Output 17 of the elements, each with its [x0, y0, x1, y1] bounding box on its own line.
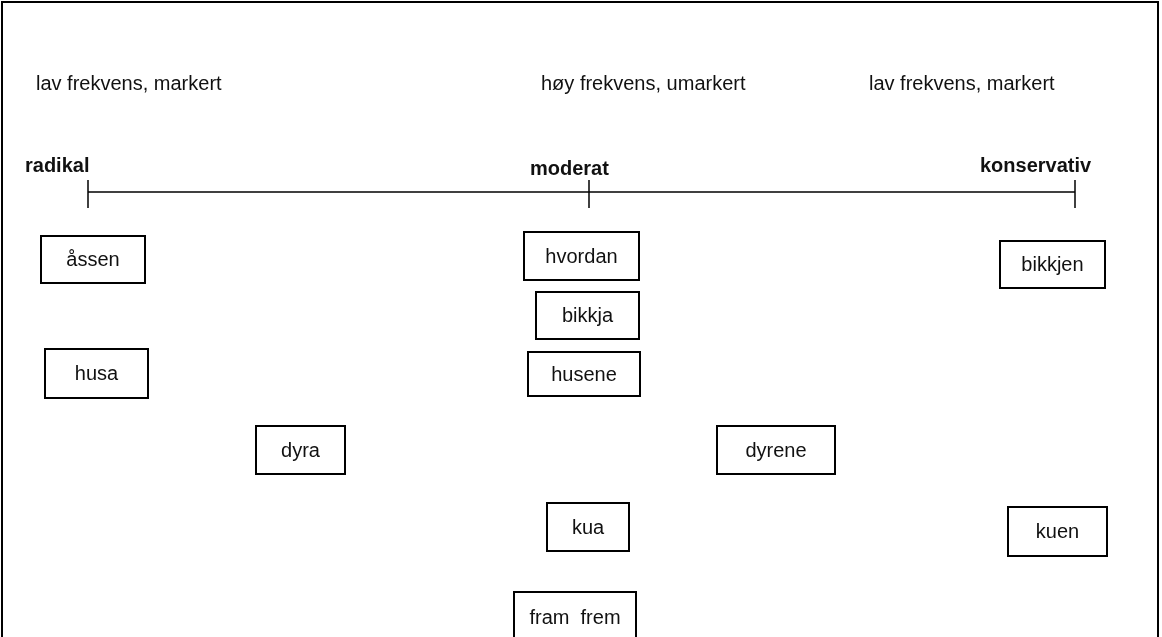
word-box: åssen — [40, 235, 146, 284]
word-box: fram frem — [513, 591, 637, 637]
word-box: bikkjen — [999, 240, 1106, 289]
scale-point-label: konservativ — [980, 154, 1092, 177]
word-box: husene — [527, 351, 641, 397]
word-box: kuen — [1007, 506, 1108, 557]
frequency-label: lav frekvens, markert — [36, 72, 222, 95]
frequency-label: høy frekvens, umarkert — [541, 72, 746, 95]
scale-point-label: moderat — [530, 157, 609, 180]
word-box: husa — [44, 348, 149, 399]
scale-point-label: radikal — [25, 154, 90, 177]
frequency-label: lav frekvens, markert — [869, 72, 1055, 95]
word-box: hvordan — [523, 231, 640, 281]
word-box: dyrene — [716, 425, 836, 475]
word-box: kua — [546, 502, 630, 552]
word-box: bikkja — [535, 291, 640, 340]
word-box: dyra — [255, 425, 346, 475]
